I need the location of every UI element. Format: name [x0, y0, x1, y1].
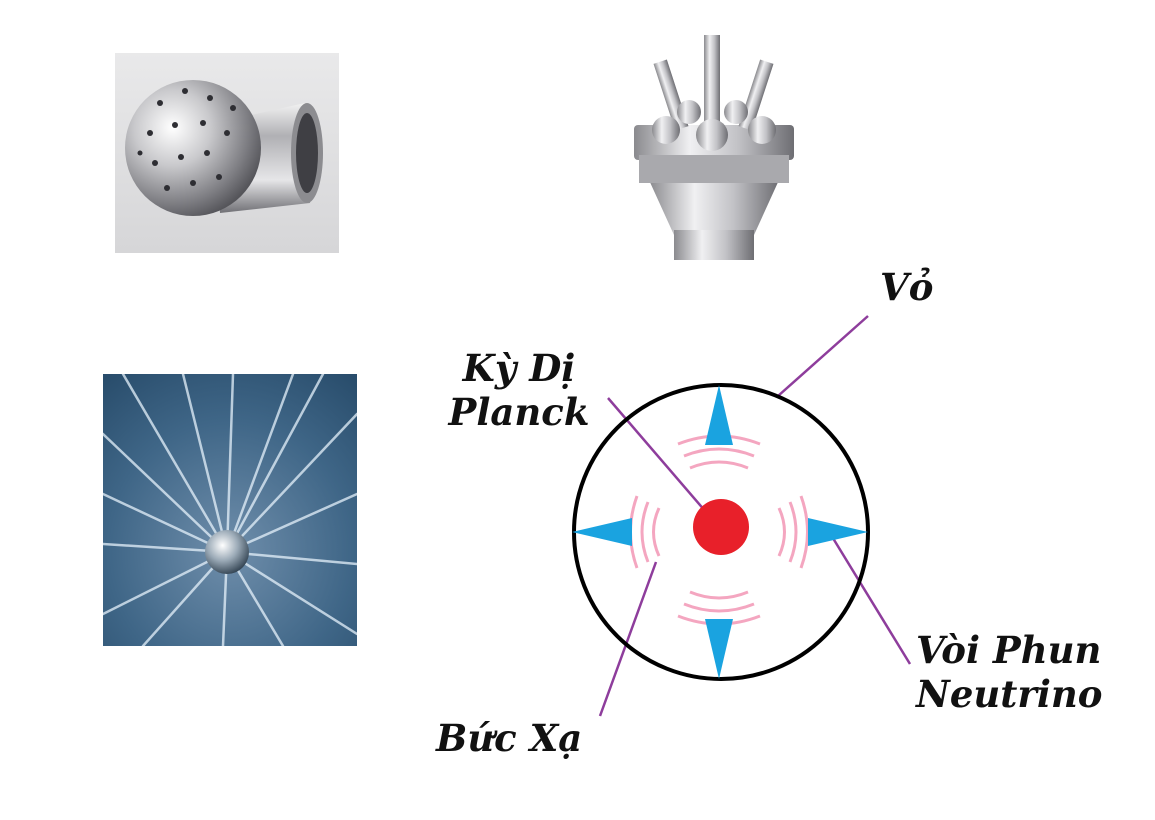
singularity-leader-line: [607, 397, 707, 513]
spray-ball-photo: [115, 53, 339, 253]
radiation-leader-line: [598, 561, 658, 717]
nozzle-leader-line: [826, 529, 912, 665]
shell-label: Vỏ: [880, 265, 934, 309]
singularity-label-line1: Kỳ Dị: [462, 346, 576, 390]
nozzle-label-line1: Vòi Phun: [916, 628, 1102, 672]
water-spray-photo: [103, 374, 357, 646]
fountain-nozzle-photo: [604, 30, 822, 266]
radiation-label: Bức Xạ: [436, 716, 583, 760]
spray-ball-image: [115, 53, 339, 253]
planck-singularity-core: [693, 499, 749, 555]
nozzle-arrow-down: [705, 619, 733, 679]
water-spray-image: [103, 374, 357, 646]
nozzle-arrow-up: [705, 385, 733, 445]
singularity-label-line2: Planck: [448, 390, 590, 434]
shell-leader-line: [777, 315, 869, 397]
singularity-label: Kỳ Dị Planck: [444, 346, 594, 434]
nozzle-label: Vòi Phun Neutrino: [916, 628, 1102, 716]
nozzle-label-line2: Neutrino: [916, 672, 1103, 716]
nozzle-arrow-left: [572, 518, 632, 546]
fountain-nozzle-image: [604, 30, 822, 266]
neutrino-nozzle-arrows: [572, 385, 868, 679]
nozzle-arrow-right: [808, 518, 868, 546]
